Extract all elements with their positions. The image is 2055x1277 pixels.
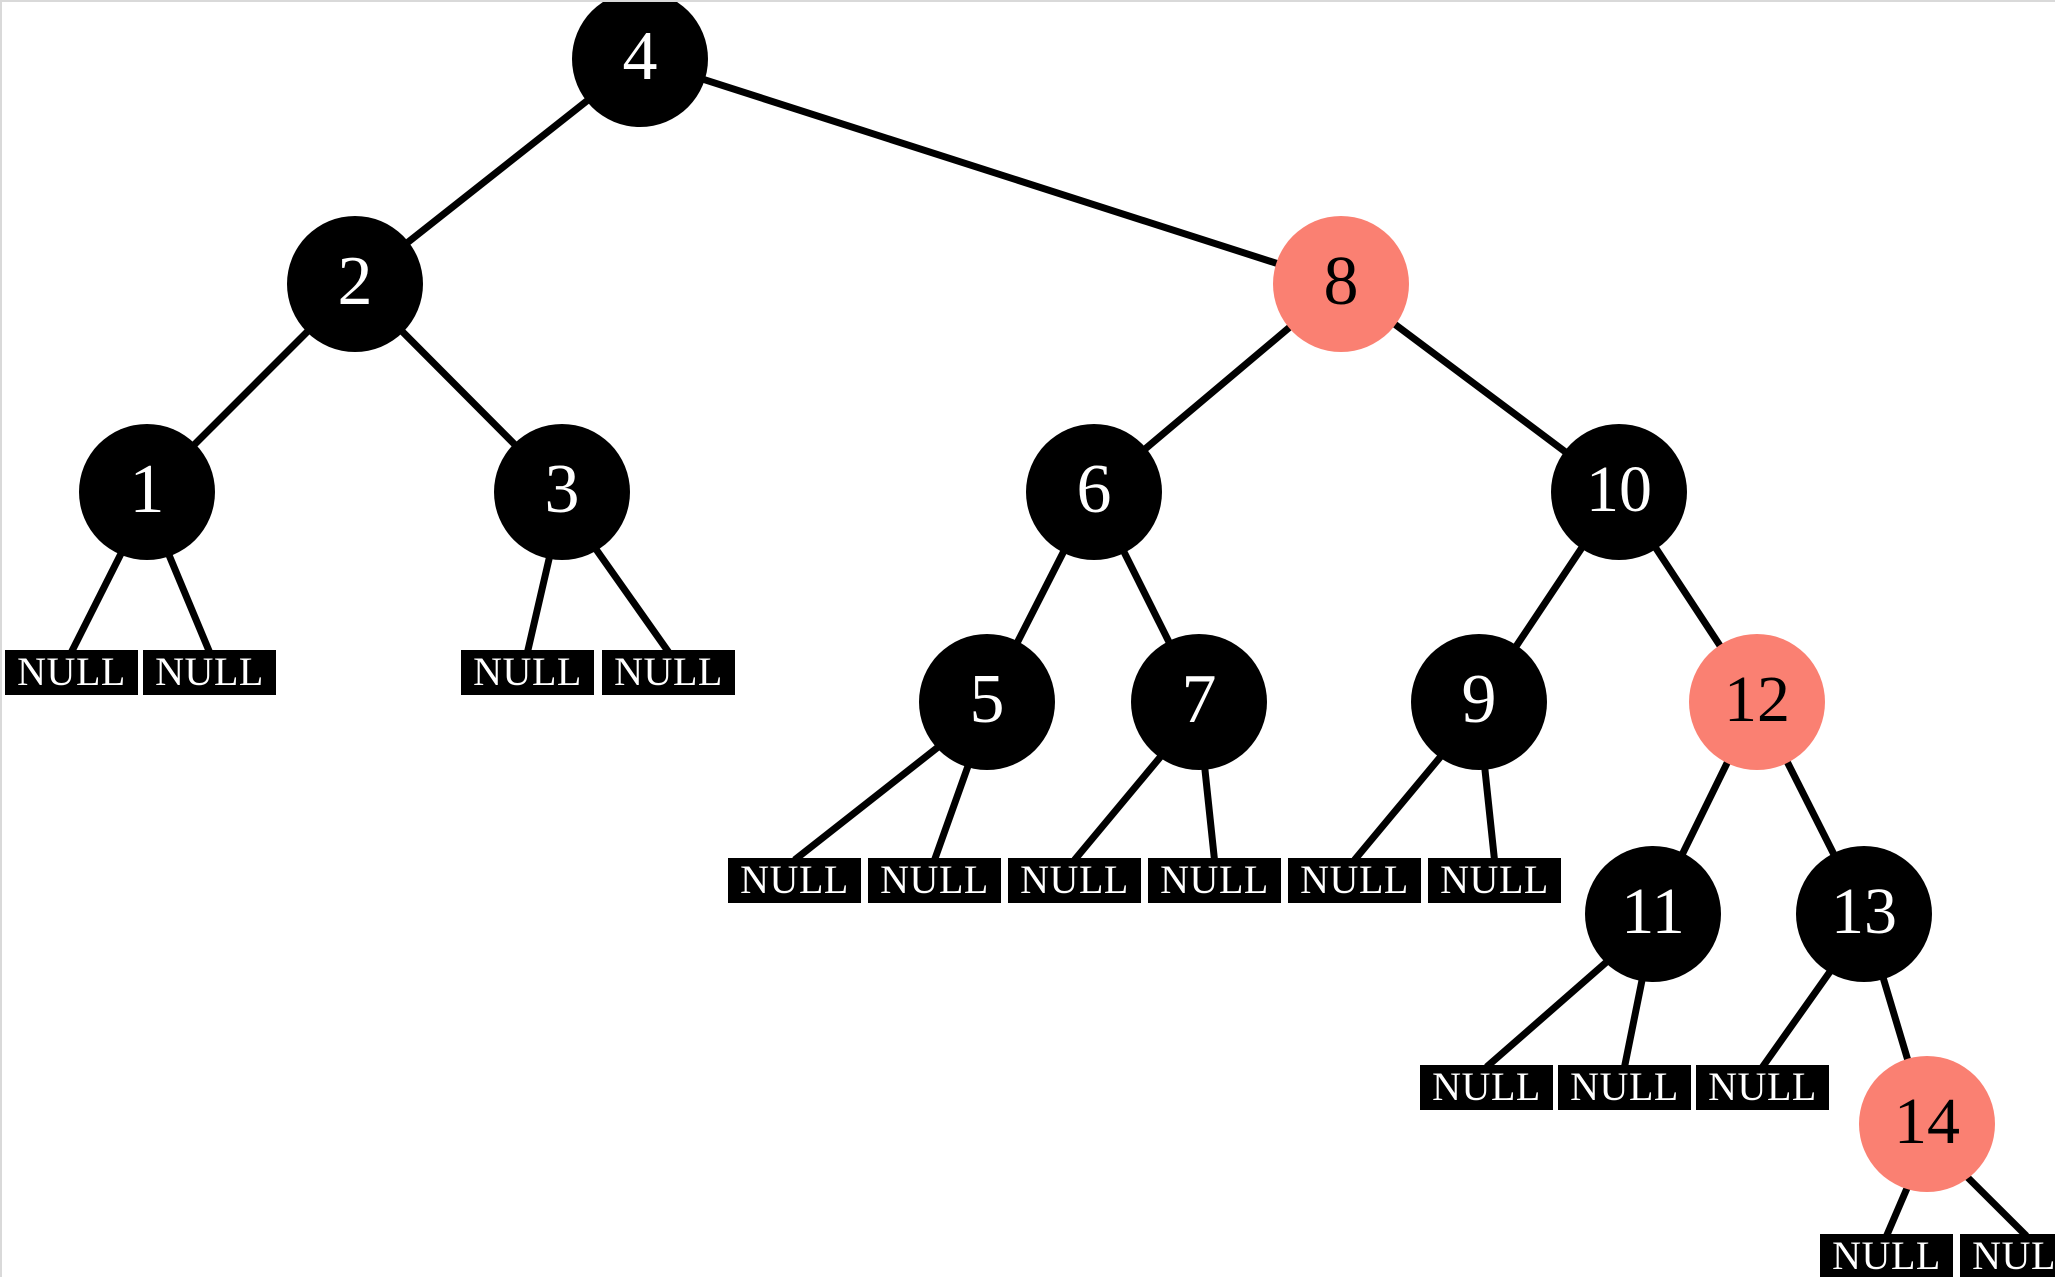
- tree-node-6[interactable]: 6: [1026, 424, 1162, 560]
- tree-null-leaf: NULL: [728, 858, 861, 903]
- tree-node-3[interactable]: 3: [494, 424, 630, 560]
- tree-null-leaf: NULL: [1558, 1065, 1691, 1110]
- tree-node-1[interactable]: 1: [79, 424, 215, 560]
- tree-edge: [1782, 757, 1839, 859]
- tree-null-label: NULL: [1432, 1063, 1541, 1109]
- tree-edge: [1651, 543, 1725, 651]
- tree-null-leaf: NULL: [1148, 858, 1281, 903]
- tree-node-4[interactable]: 4: [572, 2, 708, 127]
- tree-edge: [1879, 974, 1912, 1064]
- tree-null-label: NULL: [1160, 856, 1269, 902]
- tree-edge: [1012, 547, 1069, 647]
- tree-edge: [164, 551, 213, 654]
- tree-edge: [591, 545, 672, 655]
- tree-null-leaf: NULL: [602, 650, 735, 695]
- tree-edge: [189, 326, 313, 450]
- tree-null-leaf: NULL: [143, 650, 276, 695]
- tree-node-label: 10: [1586, 453, 1652, 526]
- tree-node-label: 9: [1461, 661, 1497, 738]
- tree-node-13[interactable]: 13: [1796, 846, 1932, 982]
- tree-node-label: 12: [1724, 663, 1790, 736]
- tree-edge: [1511, 543, 1587, 651]
- tree-null-label: NULL: [1570, 1063, 1679, 1109]
- tree-null-leaf: NULL: [1420, 1065, 1553, 1110]
- tree-null-label: NULL: [473, 648, 582, 694]
- tree-null-leaf: NULL: [1696, 1065, 1829, 1110]
- tree-node-label: 2: [337, 243, 373, 320]
- tree-null-label: NULL: [740, 856, 849, 902]
- tree-node-5[interactable]: 5: [919, 634, 1055, 770]
- tree-null-label: NULL: [880, 856, 989, 902]
- tree-node-12[interactable]: 12: [1689, 634, 1825, 770]
- tree-edge: [699, 75, 1282, 268]
- tree-null-leaf: NULL: [1820, 1234, 1953, 1277]
- tree-node-2[interactable]: 2: [287, 216, 423, 352]
- tree-edge: [1201, 765, 1218, 861]
- tree-node-label: 5: [969, 661, 1005, 738]
- tree-null-label: NULL: [17, 648, 126, 694]
- tree-node-label: 11: [1621, 875, 1685, 948]
- tree-edge: [1962, 1172, 2029, 1239]
- tree-node-label: 3: [544, 451, 580, 528]
- tree-null-label: NULL: [1708, 1063, 1817, 1109]
- tree-edge: [1119, 547, 1174, 647]
- tree-node-label: 13: [1831, 875, 1897, 948]
- tree-node-label: 7: [1181, 661, 1217, 738]
- tree-node-7[interactable]: 7: [1131, 634, 1267, 770]
- tree-null-leaf: NULL: [868, 858, 1001, 903]
- tree-edge: [403, 95, 592, 248]
- tree-edge: [1481, 765, 1498, 861]
- tree-null-leaf: NULL: [5, 650, 138, 695]
- tree-null-leaf: NULL: [1960, 1234, 2055, 1277]
- tree-null-label: NULL: [1020, 856, 1129, 902]
- tree-node-label: 14: [1894, 1085, 1960, 1158]
- tree-null-leaf: NULL: [1008, 858, 1141, 903]
- tree-null-label: NULL: [155, 648, 264, 694]
- tree-null-label: NULL: [1300, 856, 1409, 902]
- tree-node-label: 1: [129, 451, 165, 528]
- tree-edge: [1071, 752, 1166, 863]
- tree-edge: [1140, 322, 1295, 454]
- tree-edge: [1351, 752, 1446, 863]
- tree-null-label: NULL: [1440, 856, 1549, 902]
- tree-edge: [1484, 957, 1611, 1070]
- tree-node-14[interactable]: 14: [1859, 1056, 1995, 1192]
- tree-null-label: NULL: [614, 648, 723, 694]
- tree-edge: [1883, 1183, 1912, 1238]
- tree-node-10[interactable]: 10: [1551, 424, 1687, 560]
- tree-edge: [397, 326, 520, 450]
- tree-null-label: NULL: [1832, 1232, 1941, 1277]
- tree-edge: [68, 549, 126, 654]
- tree-null-leaf: NULL: [1288, 858, 1421, 903]
- tree-node-9[interactable]: 9: [1411, 634, 1547, 770]
- tree-node-label: 4: [622, 18, 658, 95]
- tree-edge: [931, 762, 973, 862]
- tree-node-label: 6: [1076, 451, 1112, 528]
- tree-node-11[interactable]: 11: [1585, 846, 1721, 982]
- tree-node-8[interactable]: 8: [1273, 216, 1409, 352]
- tree-null-label: NULL: [1972, 1232, 2055, 1277]
- tree-null-leaf: NULL: [461, 650, 594, 695]
- tree-edge: [1621, 976, 1647, 1068]
- tree-null-leaf: NULL: [1428, 858, 1561, 903]
- tree-edge: [524, 554, 554, 653]
- tree-edge: [1759, 967, 1835, 1070]
- tree-edge: [1678, 757, 1732, 859]
- tree-node-label: 8: [1323, 243, 1359, 320]
- tree-edge: [1390, 319, 1570, 457]
- tree-edge: [792, 742, 943, 863]
